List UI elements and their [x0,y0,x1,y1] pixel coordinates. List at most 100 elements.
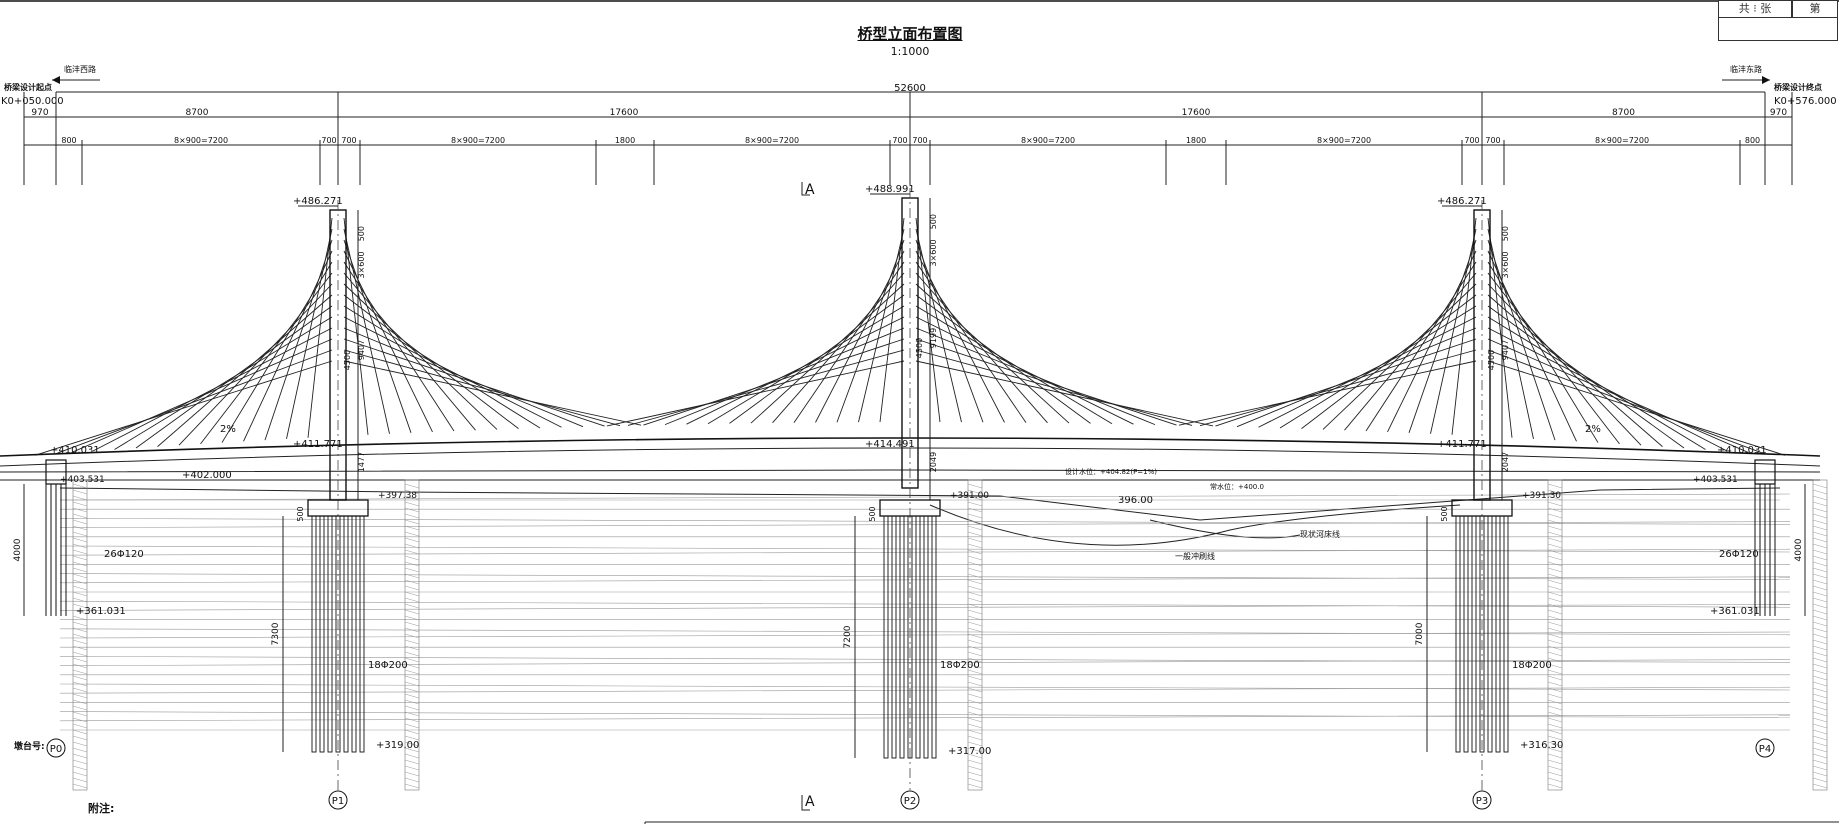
stay-cable [71,338,333,453]
stay-cable [1178,360,1477,426]
abutment-depth: 4000 [13,538,23,561]
tower-top-elev: +486.271 [1437,196,1487,207]
stay-cable [343,250,433,433]
dim-row3-label: 800 [61,136,76,145]
abutment-pile-tip: +361.031 [76,606,126,617]
pile [1455,515,1461,753]
pile [311,515,317,753]
stay-cable [750,283,905,424]
stay-cable [1487,360,1786,456]
sheet-page-box: 第 [1792,0,1838,18]
dim-row3-label: 8×900=7200 [745,136,799,145]
dim-row3-label: 700 [912,136,927,145]
tower-dim: 500 [929,214,938,229]
tower-dim: 9407 [1501,340,1510,360]
stay-cable [343,360,642,426]
stay-cable [793,261,905,423]
pile-tip-elev: +317.00 [948,746,991,757]
pile [1495,515,1501,753]
stay-cable [1487,327,1728,452]
scour-line-label: 一般冲刷线 [1175,551,1215,561]
dim-row3-label: 1800 [1186,136,1206,145]
pier-id: P3 [1476,796,1488,807]
stay-cable [55,349,333,455]
tower-P1: 5003×600940745001477+486.271+411.771500+… [271,196,419,810]
dim-row2-label: 17600 [1182,108,1211,118]
stay-cable [915,349,1193,426]
borehole-column [72,479,88,791]
tower-P3: 5003×600940745002047+486.271+411.771500+… [1415,196,1563,810]
slope-right: 2% [1585,424,1601,435]
stay-cable [1236,327,1477,428]
pile-cap-elev: +391.00 [950,491,989,501]
tower-deck-elev: +414.491 [865,439,915,450]
stay-cable [343,349,621,427]
tower-top-elev: +488.991 [865,184,915,195]
stay-cable [1487,217,1513,438]
pile [891,515,897,759]
notes-label: 附注: [88,801,114,815]
pier-number-label: 墩台号: [14,740,45,752]
stay-cable [915,239,984,423]
tower-dim: 1477 [357,452,366,472]
cap-dim: 500 [1440,506,1449,521]
borehole-column [1547,479,1563,791]
pier-id: P0 [50,744,62,755]
pile [335,515,341,753]
abutment-pile-note: 26Φ120 [104,549,144,560]
abutment-deck-elev: +410.031 [50,445,100,456]
abutment-depth: 4000 [1794,538,1804,561]
dim-row3-label: 700 [321,136,336,145]
pile-tip-elev: +319.00 [376,740,419,751]
tower-dim: 9199 [929,328,938,348]
stay-cable [772,272,905,424]
stay-cable [915,294,1091,424]
river-width: 396.00 [1118,495,1153,506]
stay-cable [606,360,905,427]
pile [327,515,333,753]
stay-cable [264,239,333,441]
stay-cable [243,250,333,442]
stay-cable [1365,261,1477,432]
pile-length: 7000 [1415,622,1425,645]
stay-cables [34,217,1786,456]
stay-cable [157,294,333,447]
stay-cable [343,294,519,430]
stay-cable [1487,294,1663,447]
stay-cable [1487,250,1577,442]
left-bank-elev: +402.000 [182,470,232,481]
stay-cable [1322,283,1477,430]
stay-cable [34,360,333,456]
design-water-level: 设计水位：+404.82(P=1%) [1065,467,1157,476]
tower-deck-elev: +411.771 [1437,439,1487,450]
pile [1479,515,1485,753]
tower-top-elev: +486.271 [293,196,343,207]
pier-id: P4 [1759,744,1771,755]
dim-row3-label: 8×900=7200 [1317,136,1371,145]
start-station: K0+050.000 [1,96,64,107]
dim-row3-label: 700 [1464,136,1479,145]
drawing-scale: 1:1000 [890,45,930,58]
borehole-column [967,479,983,791]
stay-cable [1301,294,1477,430]
pile [915,515,921,759]
stay-cable [1487,261,1599,443]
pile-cap-elev: +397.38 [378,491,417,501]
stay-cable [1487,338,1749,453]
svg-text:临沣东路: 临沣东路 [1730,64,1762,74]
stay-cable [1344,272,1477,431]
svg-text:临沣西路: 临沣西路 [64,64,96,74]
stay-cable [915,272,1048,424]
sheet-total-box: 共 ⁝ 张 [1718,0,1792,18]
dim-row3-label: 8×900=7200 [451,136,505,145]
svg-text:A: A [805,794,815,810]
stay-cable [1215,338,1477,427]
stay-cable [114,316,333,450]
tower-dim: 4500 [915,338,924,358]
stay-cable [915,316,1134,425]
stay-cable [200,272,333,445]
pile-length: 7300 [271,622,281,645]
dim-row3-label: 800 [1745,136,1760,145]
